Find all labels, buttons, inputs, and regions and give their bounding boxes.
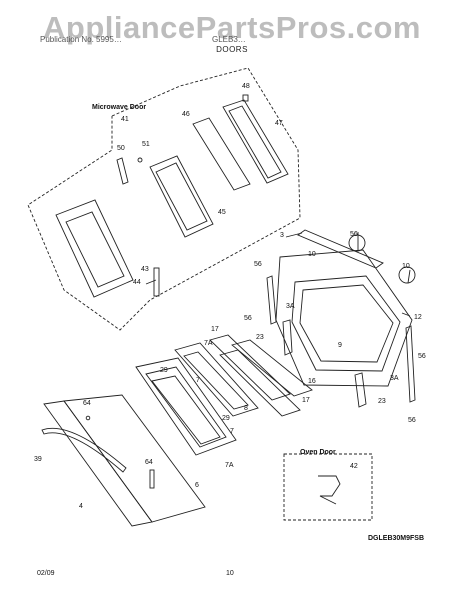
part-45-frame (149, 155, 214, 238)
microwave-door-boundary (27, 67, 301, 331)
part-43-hinge (153, 267, 160, 297)
part-8-glass (219, 349, 301, 417)
part-3a-left-strip (266, 275, 277, 325)
label-56-5: 56 (408, 417, 416, 424)
label-45: 45 (218, 209, 226, 216)
label-8: 8 (244, 405, 248, 412)
label-64-2: 64 (145, 459, 153, 466)
part-23-left-hinge (282, 319, 293, 356)
label-12: 12 (414, 314, 422, 321)
part-39-handle (41, 427, 127, 473)
label-9: 9 (338, 342, 342, 349)
watermark: AppliancePartsPros.com (43, 10, 421, 45)
model-reference: GLEB3… (212, 35, 246, 44)
part-47-frame (222, 99, 289, 184)
part-42-bracket (318, 475, 341, 505)
label-7-1: 7 (196, 377, 200, 384)
label-56-4: 56 (418, 353, 426, 360)
label-16: 16 (308, 378, 316, 385)
part-16-glass (231, 339, 313, 397)
part-23-right-hinge (354, 372, 367, 408)
part-3-top-trim (297, 229, 384, 269)
publication-number: Publication No. 5995… (40, 35, 122, 44)
label-48: 48 (242, 83, 250, 90)
label-43: 43 (141, 266, 149, 273)
label-50: 50 (117, 145, 125, 152)
part-48-clip (242, 94, 249, 102)
label-29-2: 29 (222, 415, 230, 422)
label-42: 42 (350, 463, 358, 470)
part-46-glass (192, 117, 251, 191)
oven-door-label: Oven Door (300, 449, 336, 456)
label-3a-1: 3A (286, 303, 295, 310)
label-56-3: 56 (244, 315, 252, 322)
label-39: 39 (34, 456, 42, 463)
label-64-1: 64 (83, 400, 91, 407)
label-51: 51 (142, 141, 150, 148)
part-3a-right-strip (405, 325, 416, 403)
label-46: 46 (182, 111, 190, 118)
part-17-glass (209, 334, 291, 401)
label-17-1: 17 (211, 326, 219, 333)
part-7a-frame (174, 342, 259, 417)
label-17-2: 17 (302, 397, 310, 404)
oven-door-inset-box (283, 453, 373, 521)
part-51-screw (137, 157, 143, 163)
label-10-1: 10 (308, 251, 316, 258)
microwave-door-label: Microwave Door (92, 104, 146, 111)
label-3: 3 (280, 232, 284, 239)
part-9-inner-panel (275, 249, 413, 387)
label-6: 6 (195, 482, 199, 489)
label-44: 44 (133, 279, 141, 286)
section-title: DOORS (216, 45, 248, 54)
label-3a-2: 3A (390, 375, 399, 382)
label-41: 41 (121, 116, 129, 123)
label-47: 47 (275, 120, 283, 127)
part-6-inner-door (135, 357, 237, 456)
part-64-screw (85, 415, 91, 421)
part-50-strip (116, 157, 129, 185)
label-4: 4 (79, 503, 83, 510)
part-4-outer-door (43, 400, 153, 527)
label-56-1: 56 (350, 231, 358, 238)
diagram-code: DGLEB30M9FSB (368, 535, 424, 542)
label-10-2: 10 (402, 263, 410, 270)
label-7a-1: 7A (204, 340, 213, 347)
label-29-1: 29 (160, 367, 168, 374)
footer-page-number: 10 (226, 570, 234, 577)
label-23-1: 23 (256, 334, 264, 341)
label-23-2: 23 (378, 398, 386, 405)
label-7-2: 7 (230, 428, 234, 435)
microwave-outer-door (55, 199, 134, 298)
label-7a-2: 7A (225, 462, 234, 469)
label-56-2: 56 (254, 261, 262, 268)
footer-date: 02/09 (37, 570, 55, 577)
